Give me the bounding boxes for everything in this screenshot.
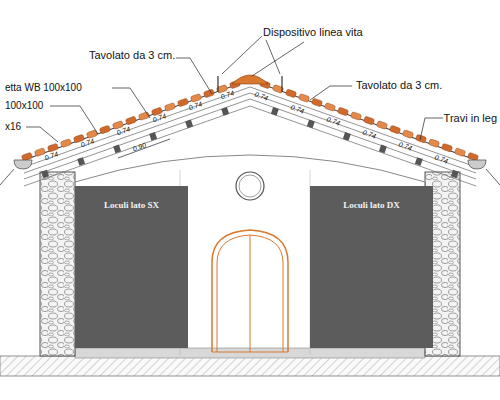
roof-beam — [149, 132, 157, 141]
roof-tile — [203, 89, 214, 98]
roof-beam — [221, 107, 229, 116]
ridge-tile — [232, 75, 268, 84]
lifeline-post — [281, 76, 282, 92]
door-sill — [212, 352, 288, 353]
dimension: 0.74 — [253, 90, 270, 102]
callout-note: x16 — [4, 122, 22, 132]
roof-beam — [415, 157, 423, 166]
gutter — [14, 160, 32, 169]
roof-tile — [402, 130, 413, 139]
roof-beam — [113, 145, 121, 154]
arched-door — [212, 230, 288, 352]
lifeline-post — [217, 76, 218, 92]
dimension: 0.74 — [325, 115, 342, 127]
ground-hatch — [0, 356, 500, 376]
roof-tile — [389, 125, 400, 134]
callout-note: 100x100 — [4, 101, 44, 111]
loculi-block: Loculi lato DX — [310, 186, 433, 348]
door-split — [250, 235, 251, 352]
room-label: Loculi lato SX — [75, 200, 188, 210]
roof-tile — [376, 121, 387, 130]
dimension: 0.74 — [43, 150, 60, 162]
arched-door — [217, 235, 283, 352]
round-window — [239, 175, 261, 197]
roof-layer — [24, 99, 476, 179]
roof-layer — [24, 80, 476, 160]
roof-tile — [337, 107, 348, 116]
dimension: 0.74 — [289, 103, 306, 115]
round-window — [236, 172, 264, 200]
roof-beam — [379, 145, 387, 154]
stone-wall — [40, 172, 75, 356]
roof-tile — [311, 98, 322, 107]
roof-layer — [24, 93, 476, 173]
dimension: 0.74 — [397, 140, 414, 152]
leader-lines — [0, 36, 500, 185]
callout-note: Dispositivo linea vita — [262, 27, 364, 38]
loculi-block: Loculi lato SX — [75, 186, 188, 348]
room-label: Loculi lato DX — [310, 200, 433, 210]
roof-tile — [99, 125, 110, 134]
roof-tile — [138, 112, 149, 121]
roof-tile — [441, 143, 452, 152]
roof-tile — [324, 103, 335, 112]
roof-tile — [285, 89, 296, 98]
roof-tile — [298, 93, 309, 102]
callout-note: etta WB 100x100 — [4, 83, 83, 93]
roof-beam — [77, 157, 85, 166]
roof-tile — [164, 103, 175, 112]
roof-tile — [177, 98, 188, 107]
roof-tile — [428, 139, 439, 148]
dimension: 0.90 — [131, 141, 148, 153]
dimension: 0.74 — [433, 153, 450, 165]
gutter — [468, 160, 486, 169]
roof-tile — [454, 148, 465, 157]
callout-note: Travi in leg — [443, 113, 498, 124]
callout-note: Tavolato da 3 cm. — [88, 50, 176, 61]
facade-edge — [180, 170, 310, 355]
roof-beam — [271, 107, 279, 116]
dimension: 0.74 — [361, 128, 378, 140]
roof-beam — [451, 170, 459, 179]
roof-tile — [350, 112, 361, 121]
roof — [21, 75, 478, 186]
roof-tile — [60, 139, 71, 148]
callout-note: Tavolato da 3 cm. — [355, 80, 443, 91]
roof-beam — [185, 120, 193, 129]
roof-layer — [24, 106, 476, 186]
roof-beam — [307, 120, 315, 129]
roof-beam — [343, 132, 351, 141]
roof-tile — [363, 116, 374, 125]
roof-beam — [41, 170, 49, 179]
roof-tile — [125, 116, 136, 125]
